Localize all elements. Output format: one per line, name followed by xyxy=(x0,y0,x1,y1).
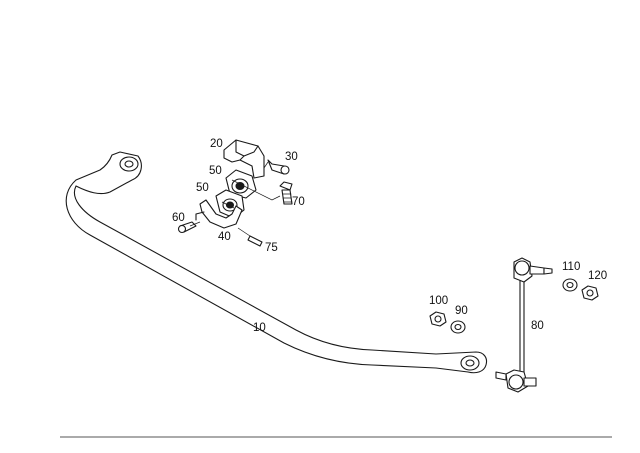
label-part-110: 110 xyxy=(562,261,580,273)
label-part-120: 120 xyxy=(588,270,607,282)
screw-part-60[interactable] xyxy=(177,221,197,234)
label-part-100: 100 xyxy=(429,295,448,307)
label-part-70: 70 xyxy=(292,196,305,208)
label-part-30: 30 xyxy=(285,151,298,163)
label-part-60: 60 xyxy=(172,212,185,224)
washer-part-110[interactable] xyxy=(562,278,578,292)
label-part-50-lower: 50 xyxy=(196,182,209,194)
stabilizer-link-part-80[interactable] xyxy=(495,257,553,393)
nut-part-100[interactable] xyxy=(429,311,447,327)
leader-lines xyxy=(189,161,281,237)
stabilizer-bar[interactable] xyxy=(65,151,488,374)
bushing-part-50-upper[interactable] xyxy=(225,169,257,199)
clamp-part-40[interactable] xyxy=(195,199,243,229)
label-part-90: 90 xyxy=(455,305,468,317)
nut-part-120[interactable] xyxy=(581,285,599,301)
screw-part-30[interactable] xyxy=(267,159,290,175)
label-part-20: 20 xyxy=(210,138,223,150)
label-part-80: 80 xyxy=(531,320,544,332)
label-part-40: 40 xyxy=(218,231,231,243)
label-part-75: 75 xyxy=(265,242,278,254)
washer-part-90[interactable] xyxy=(450,320,466,334)
bracket-part-20[interactable] xyxy=(223,139,265,179)
bolt-part-70[interactable] xyxy=(279,181,293,205)
label-part-50-upper: 50 xyxy=(209,165,222,177)
label-part-10: 10 xyxy=(253,322,266,334)
pin-part-75[interactable] xyxy=(247,235,263,247)
